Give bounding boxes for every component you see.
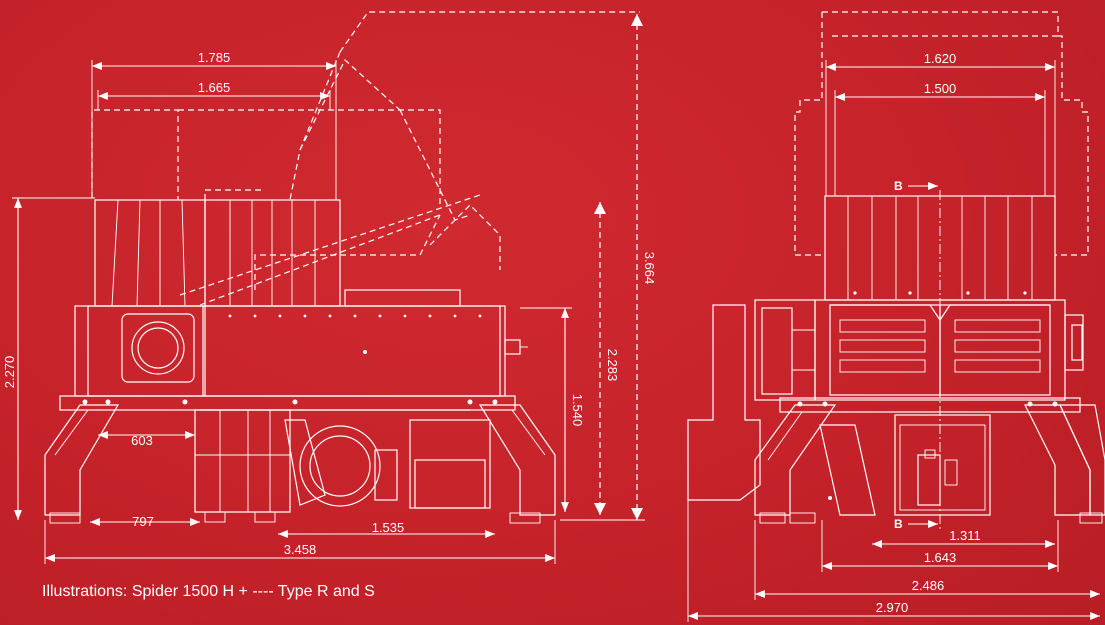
dim-1785: 1.785 xyxy=(198,50,231,65)
dim-1643: 1.643 xyxy=(924,550,957,565)
dim-3458: 3.458 xyxy=(284,542,317,557)
dim-1500: 1.500 xyxy=(924,81,957,96)
dim-1540: 1.540 xyxy=(570,394,585,427)
dim-3664: 3.664 xyxy=(642,252,657,285)
dim-797: 797 xyxy=(132,514,154,529)
dim-2486: 2.486 xyxy=(912,578,945,593)
caption: Illustrations: Spider 1500 H + ---- Type… xyxy=(42,583,375,600)
section-marker-top: B xyxy=(894,179,903,193)
section-marker-bottom: B xyxy=(894,517,903,531)
dim-2970: 2.970 xyxy=(876,600,909,615)
dim-2283: 2.283 xyxy=(605,349,620,382)
front-view: B B 1.620 1.500 1.311 1.643 2.486 2.970 xyxy=(687,11,1105,622)
dim-1620: 1.620 xyxy=(924,51,957,66)
dim-1665: 1.665 xyxy=(198,80,231,95)
dim-2270: 2.270 xyxy=(2,356,17,389)
dim-1311: 1.311 xyxy=(949,528,981,543)
dim-1535: 1.535 xyxy=(372,520,405,535)
dim-603: 603 xyxy=(131,433,153,448)
side-view: 1.785 1.665 2.270 603 797 3.458 1.535 1.… xyxy=(2,11,657,564)
